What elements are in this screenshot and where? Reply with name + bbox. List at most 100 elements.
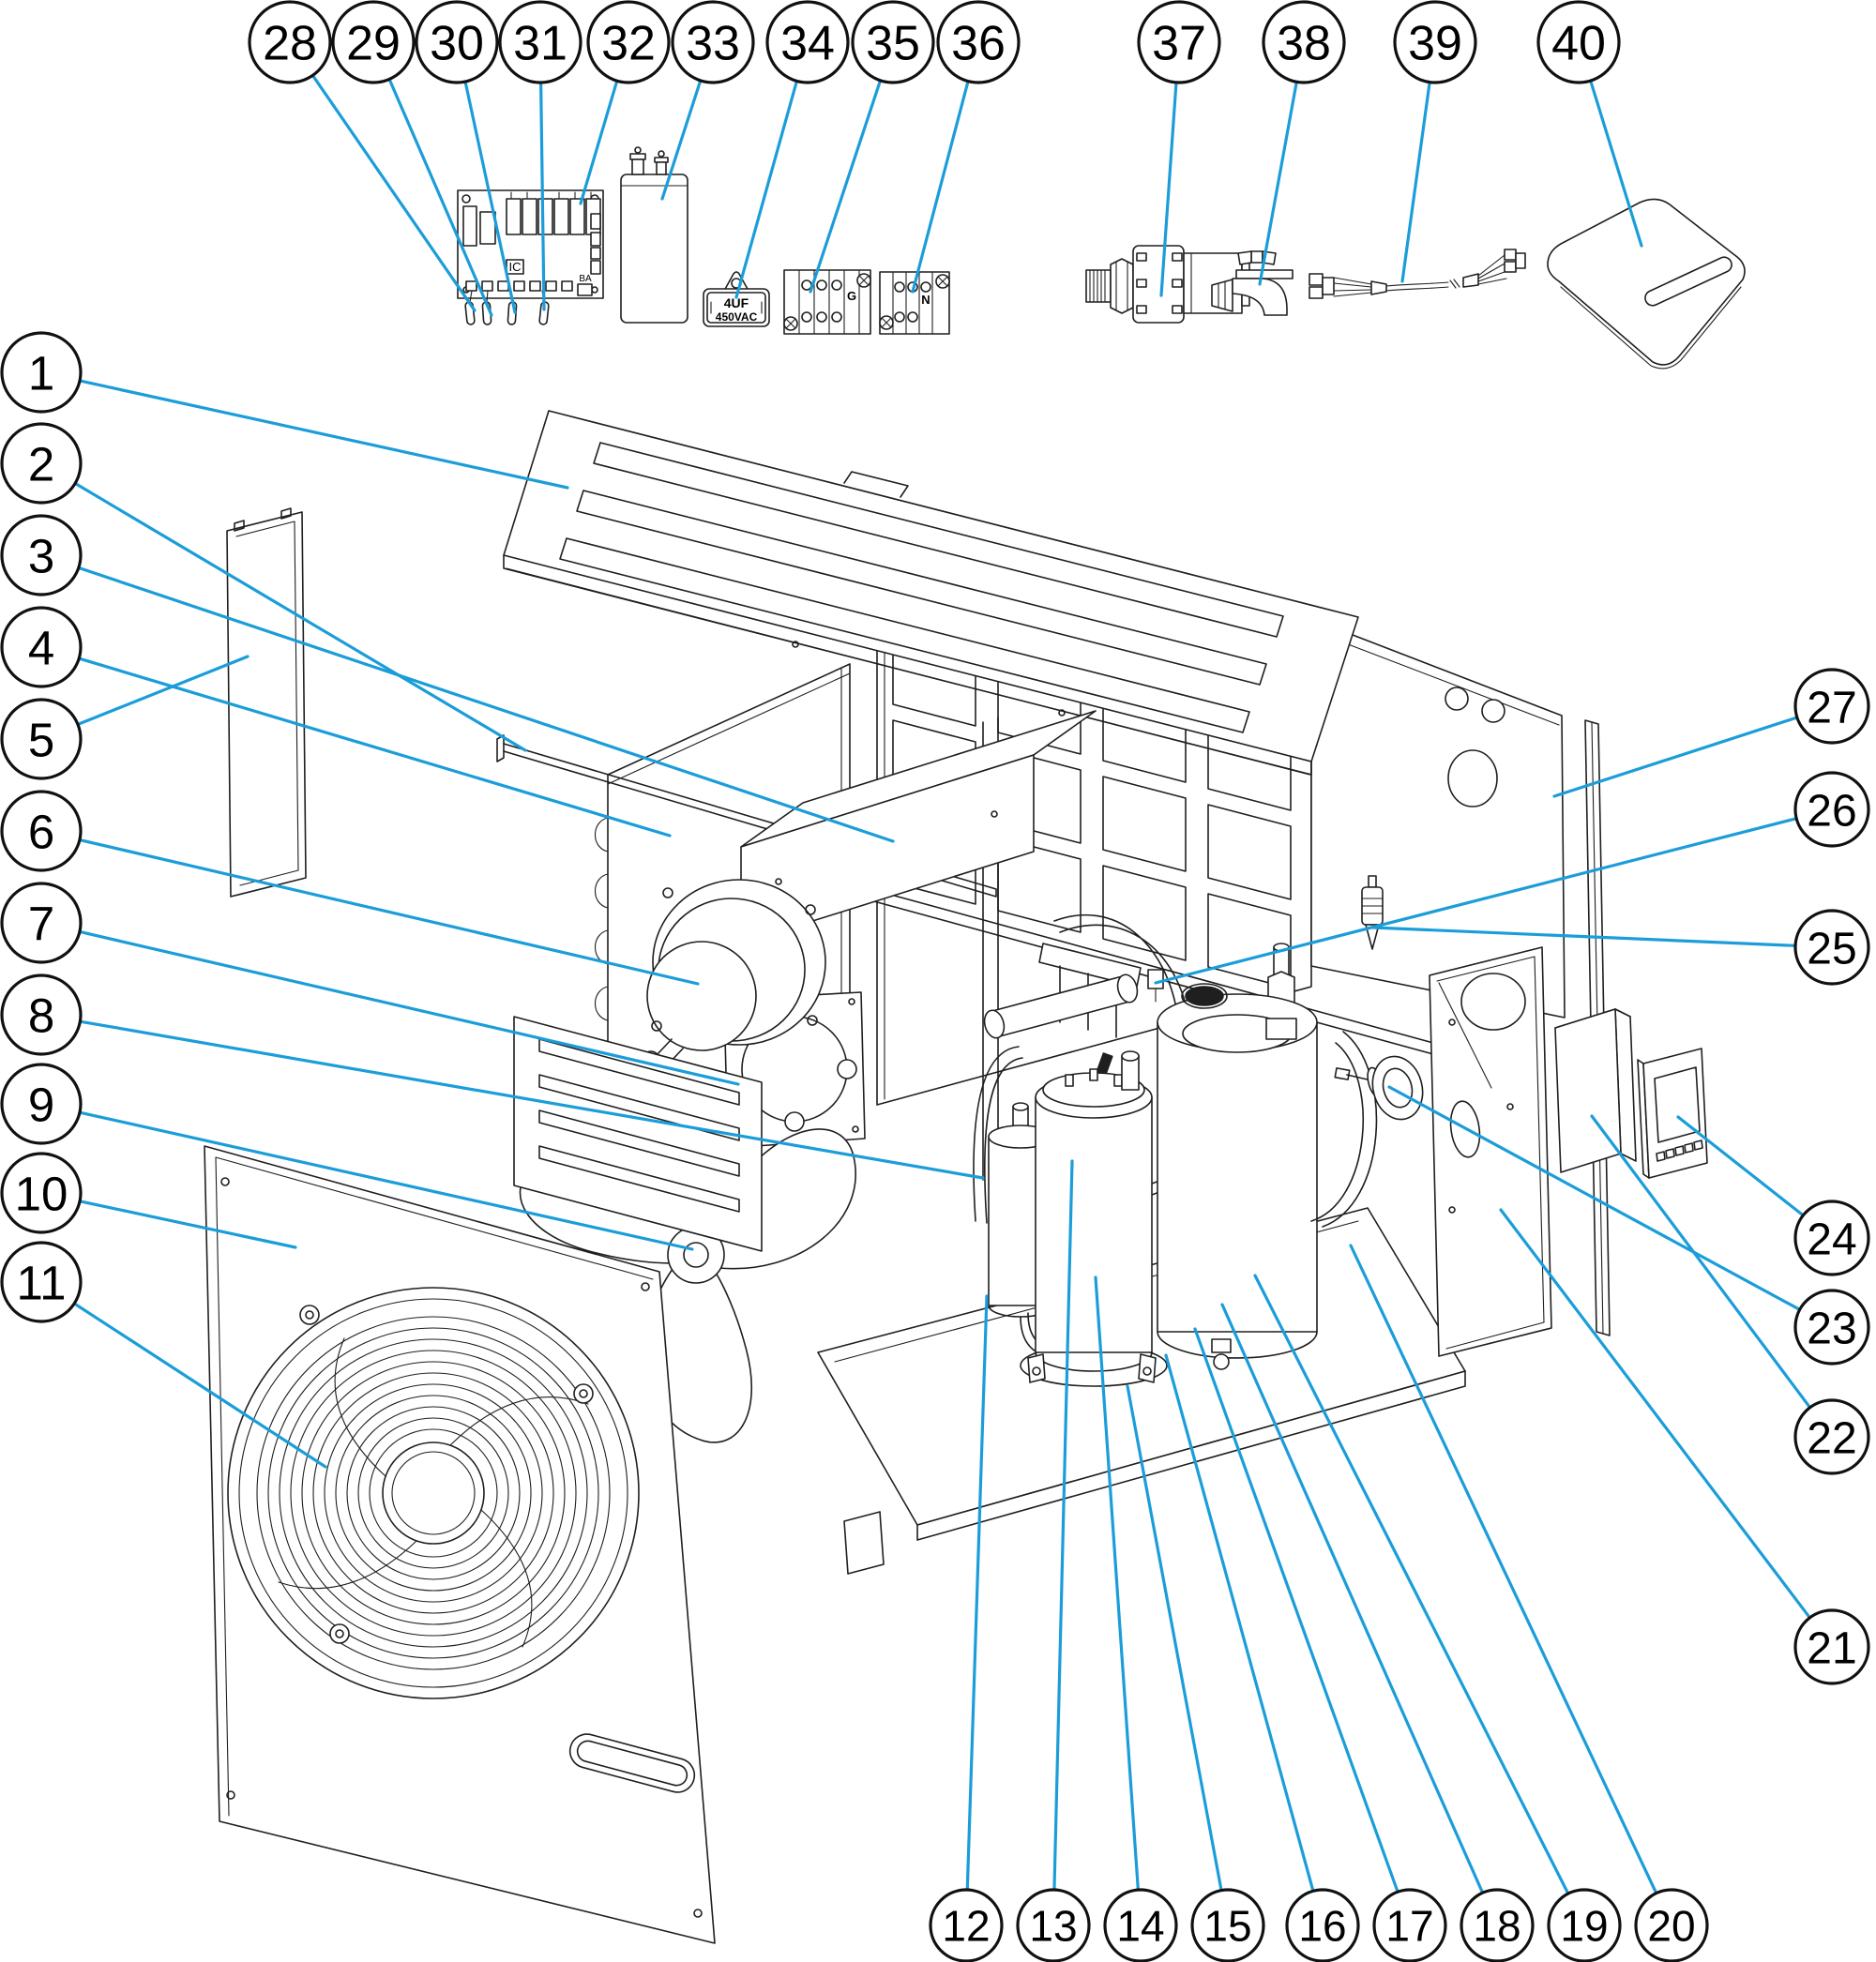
callout-circle-25 (1793, 909, 1870, 986)
callout-12: 12 (929, 1888, 1004, 1962)
callout-circle-6 (0, 790, 83, 872)
callout-1: 1 (0, 331, 83, 414)
callout-number-9: 9 (28, 1078, 54, 1131)
refrigerant-piping (973, 913, 1203, 1224)
leader-line-39 (1400, 81, 1431, 283)
leader-line-26 (1154, 817, 1798, 985)
callout-number-6: 6 (28, 805, 54, 858)
terminal-g-letter: G (847, 289, 856, 303)
leader-line-21 (1499, 1208, 1812, 1620)
leader-line-1 (78, 379, 569, 490)
callout-circle-1 (0, 331, 83, 414)
leader-line-23 (1387, 1085, 1802, 1312)
heat-exchanger-tank (1157, 943, 1378, 1370)
callout-circle-15 (1190, 1888, 1265, 1962)
callout-19: 19 (1547, 1888, 1622, 1962)
leader-line-40 (1589, 79, 1643, 248)
terminal-block-g (783, 269, 871, 335)
callout-29: 29 (331, 0, 416, 84)
callout-number-22: 22 (1807, 1413, 1856, 1463)
callout-3: 3 (0, 514, 83, 596)
callout-number-1: 1 (28, 346, 54, 400)
callout-circle-17 (1372, 1888, 1447, 1962)
callout-circle-4 (0, 606, 83, 688)
leader-line-18 (1220, 1303, 1485, 1894)
capacitor-plate-line1: 4UF (724, 295, 749, 310)
callout-number-18: 18 (1473, 1902, 1520, 1951)
callout-8: 8 (0, 973, 83, 1056)
leader-line-6 (78, 838, 700, 986)
callout-circle-35 (851, 0, 935, 84)
callout-number-14: 14 (1116, 1902, 1164, 1951)
callout-16: 16 (1285, 1888, 1360, 1962)
callout-11: 11 (0, 1241, 83, 1323)
callout-circle-33 (671, 0, 755, 84)
leader-line-35 (809, 79, 883, 294)
callout-number-8: 8 (28, 989, 54, 1042)
callout-26: 26 (1793, 771, 1870, 848)
leader-line-19 (1253, 1274, 1570, 1895)
fan-grille (227, 1287, 640, 1699)
callout-number-3: 3 (28, 529, 54, 582)
leader-lines (72, 73, 1812, 1895)
callout-circle-31 (498, 0, 582, 84)
callout-number-10: 10 (15, 1167, 68, 1220)
callout-circle-26 (1793, 771, 1870, 848)
callout-number-29: 29 (346, 17, 401, 71)
callout-number-13: 13 (1029, 1902, 1077, 1951)
callout-number-37: 37 (1152, 17, 1206, 71)
callout-number-28: 28 (263, 17, 317, 71)
callout-9: 9 (0, 1063, 83, 1145)
callout-circle-21 (1793, 1608, 1870, 1685)
callout-4: 4 (0, 606, 83, 688)
callout-number-30: 30 (430, 17, 484, 71)
leader-line-5 (76, 655, 250, 727)
callout-33: 33 (671, 0, 755, 84)
callout-31: 31 (498, 0, 582, 84)
callout-number-24: 24 (1807, 1215, 1856, 1264)
leader-line-25 (1371, 926, 1797, 947)
leader-line-36 (911, 79, 970, 294)
callout-number-11: 11 (17, 1256, 67, 1309)
leader-line-31 (539, 81, 546, 311)
callout-number-39: 39 (1408, 17, 1462, 71)
callout-circle-32 (586, 0, 671, 84)
callout-circle-10 (0, 1152, 83, 1234)
callout-circle-28 (248, 0, 332, 84)
leader-line-3 (77, 566, 895, 843)
callout-number-12: 12 (942, 1902, 990, 1951)
callout-circle-23 (1793, 1289, 1870, 1366)
callout-14: 14 (1103, 1888, 1178, 1962)
callout-number-5: 5 (28, 713, 54, 766)
callout-circle-16 (1285, 1888, 1360, 1962)
callout-circle-19 (1547, 1888, 1622, 1962)
callout-32: 32 (586, 0, 671, 84)
callout-circle-37 (1137, 0, 1221, 84)
callout-number-26: 26 (1807, 786, 1856, 836)
callout-7: 7 (0, 882, 83, 964)
leader-line-28 (310, 73, 477, 312)
front-panel (204, 1145, 716, 1944)
right-side-panel (1429, 946, 1552, 1357)
callout-13: 13 (1016, 1888, 1091, 1962)
leader-line-14 (1094, 1275, 1140, 1892)
callout-number-20: 20 (1647, 1902, 1695, 1951)
callout-2: 2 (0, 422, 83, 505)
grommet-sensor (1361, 875, 1384, 950)
callout-40: 40 (1536, 0, 1621, 84)
callout-10: 10 (0, 1152, 83, 1234)
callout-35: 35 (851, 0, 935, 84)
leader-line-12 (965, 1294, 989, 1892)
callout-circle-40 (1536, 0, 1621, 84)
compressor (1020, 1050, 1168, 1387)
leader-line-10 (78, 1200, 297, 1249)
callout-circle-38 (1262, 0, 1346, 84)
control-pcb (457, 189, 604, 325)
terminal-n-letter: N (921, 293, 930, 307)
callout-circle-11 (0, 1241, 83, 1323)
shaft-seal (1334, 1055, 1424, 1121)
callout-circle-20 (1634, 1888, 1709, 1962)
callout-24: 24 (1793, 1200, 1870, 1276)
